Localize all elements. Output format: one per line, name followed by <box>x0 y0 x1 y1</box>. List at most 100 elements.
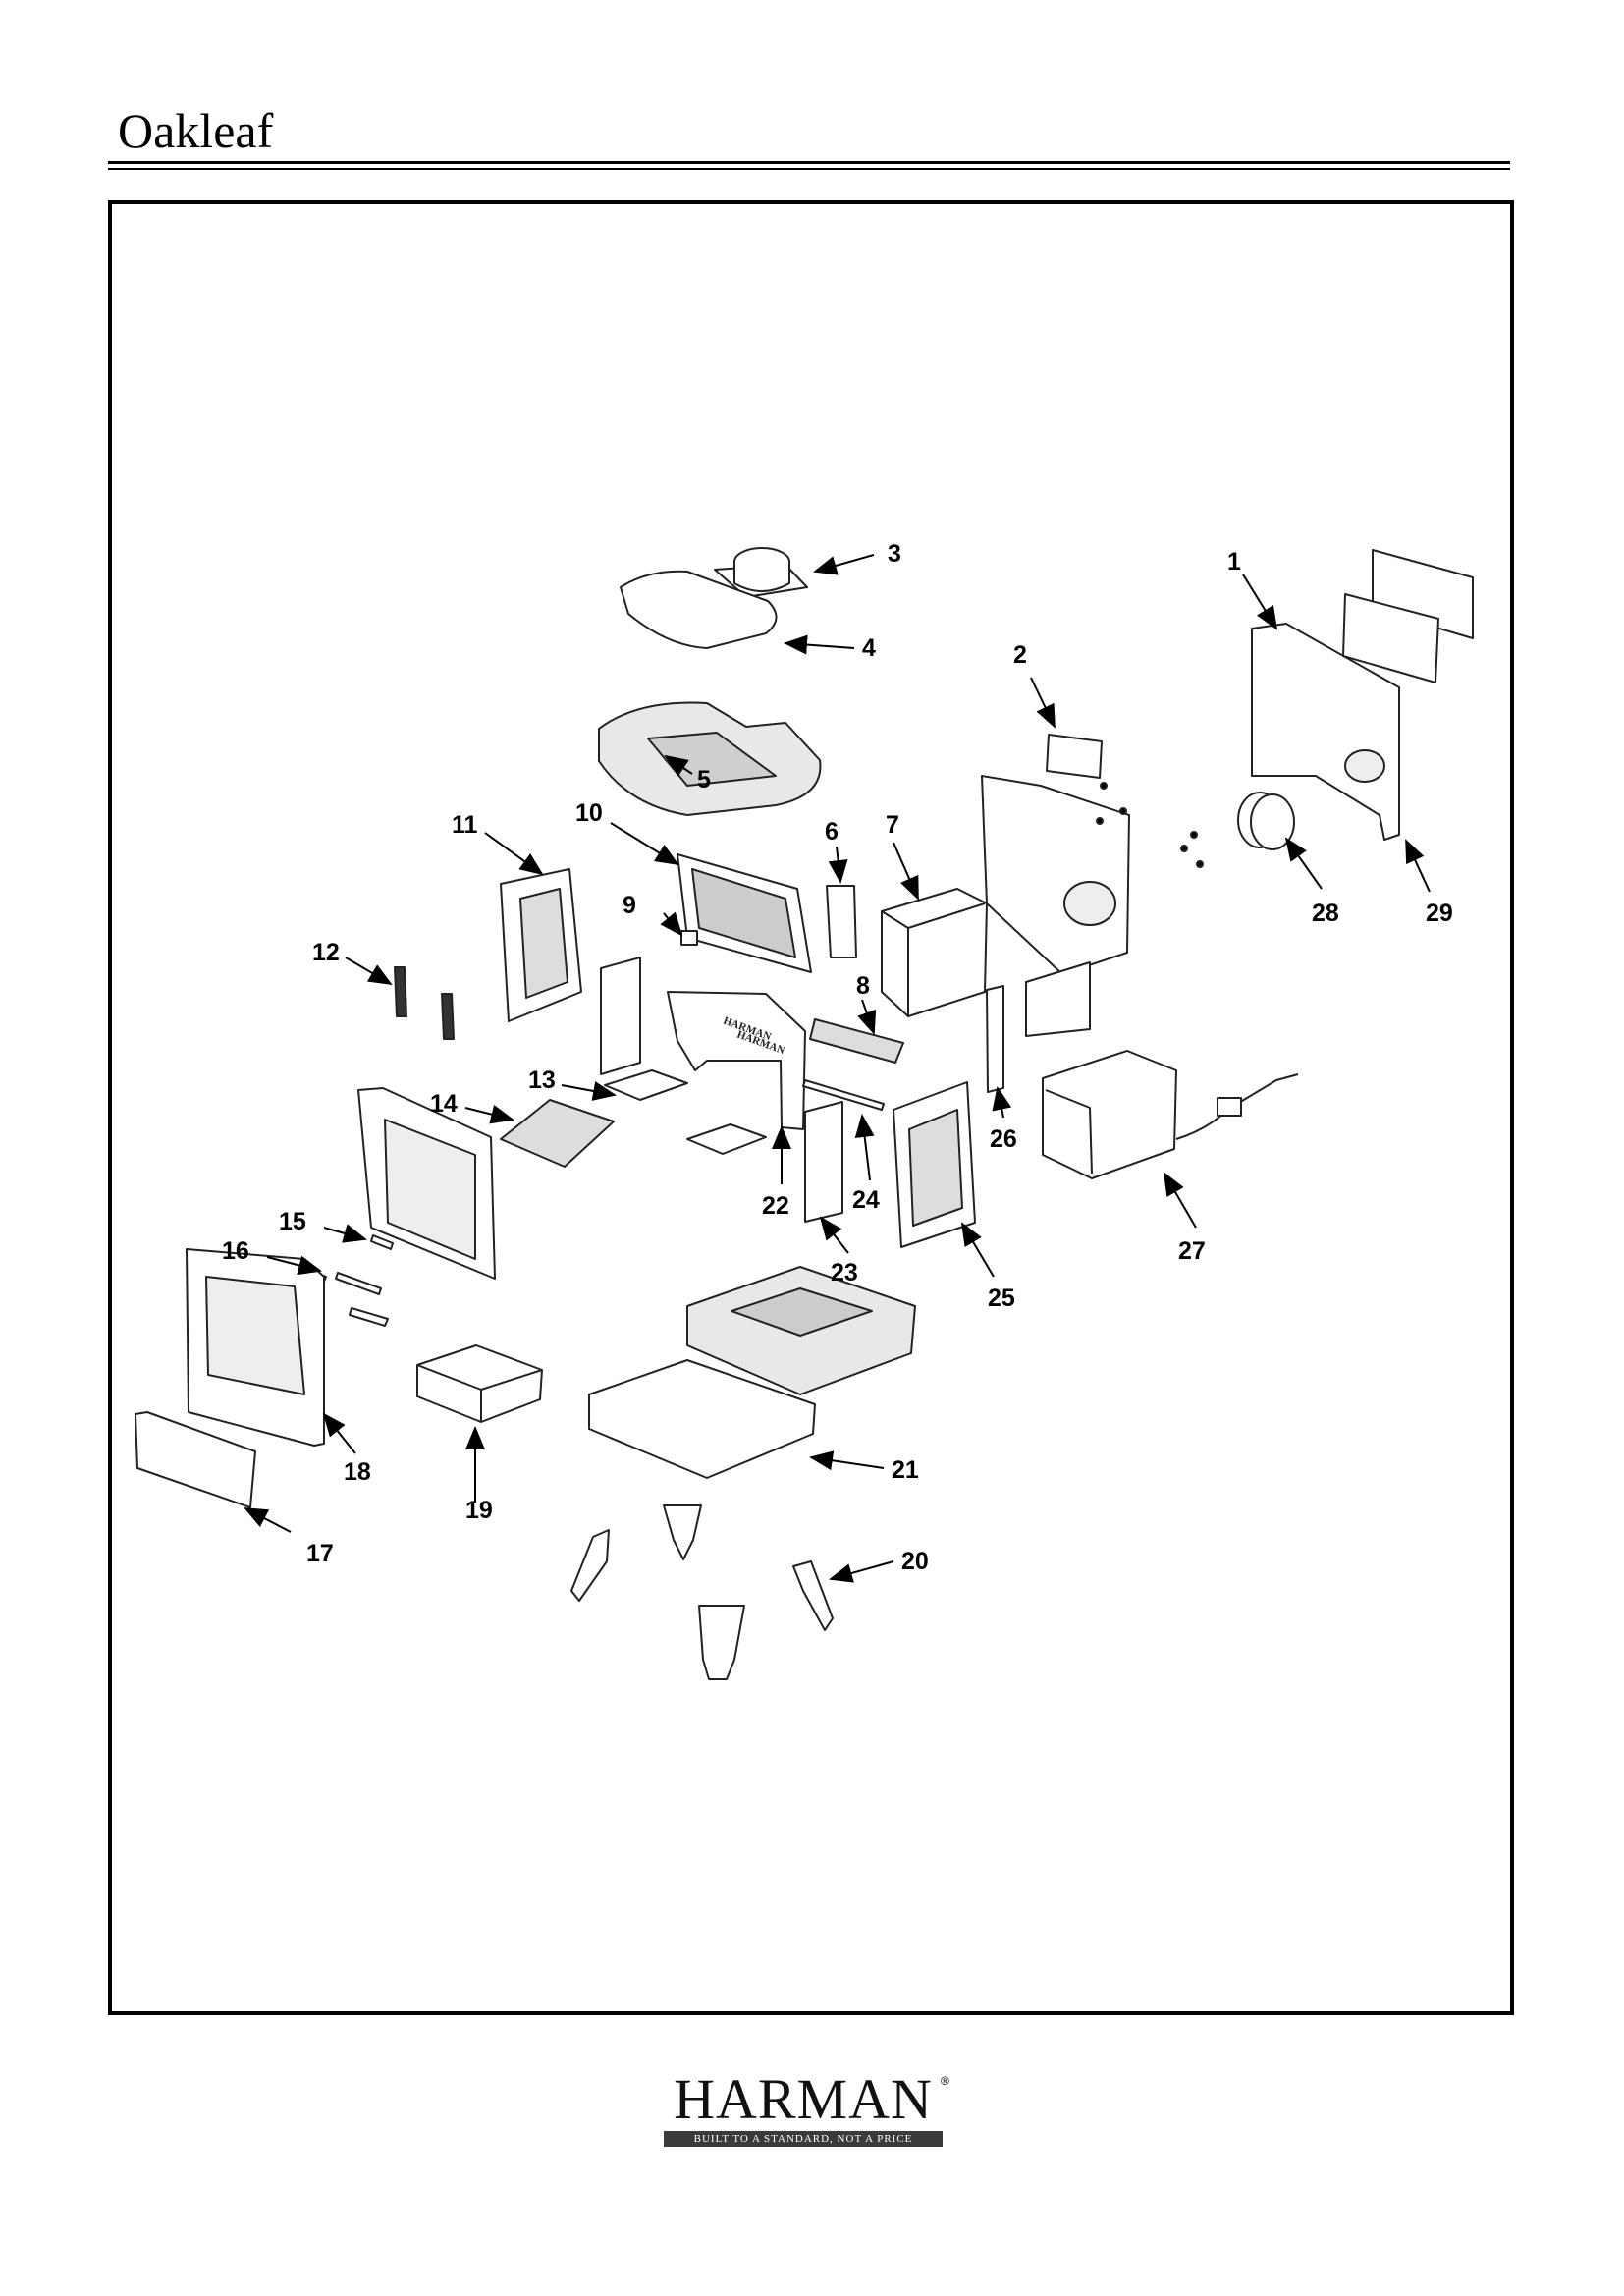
leader-26 <box>992 1086 1012 1119</box>
part-20-leg-3 <box>698 1605 745 1680</box>
leader-12 <box>345 957 393 986</box>
leader-15 <box>323 1224 367 1243</box>
part-20-leg <box>570 1529 610 1602</box>
callout-12: 12 <box>312 939 340 966</box>
header-rule-thin <box>108 168 1510 170</box>
part-15-handle <box>370 1234 394 1250</box>
callout-14: 14 <box>430 1090 458 1118</box>
leader-20 <box>829 1560 894 1583</box>
leader-23 <box>819 1216 849 1254</box>
callout-6: 6 <box>825 818 839 846</box>
leader-17 <box>244 1507 292 1533</box>
callout-28: 28 <box>1312 900 1339 927</box>
harman-logo: HARMAN ® BUILT TO A STANDARD, NOT A PRIC… <box>656 2066 950 2155</box>
leader-6 <box>828 846 848 884</box>
callout-24: 24 <box>852 1186 880 1214</box>
screw <box>1096 817 1104 825</box>
registered-mark: ® <box>941 2074 949 2088</box>
part-8-manifold <box>809 1018 904 1064</box>
leader-8 <box>857 999 877 1035</box>
part-2-plate <box>1046 734 1103 779</box>
callout-17: 17 <box>306 1540 334 1567</box>
leader-13 <box>561 1081 617 1101</box>
leader-18 <box>322 1412 356 1454</box>
callout-5: 5 <box>697 766 711 793</box>
leader-1 <box>1242 574 1278 630</box>
leader-27 <box>1163 1172 1197 1229</box>
callout-13: 13 <box>528 1066 556 1094</box>
page-title: Oakleaf <box>118 103 274 158</box>
leader-14 <box>464 1104 514 1124</box>
leader-28 <box>1284 837 1323 890</box>
part-27-blower <box>1042 1050 1177 1179</box>
faceplate-frame <box>357 1087 496 1280</box>
part-28-fan-housing <box>1237 792 1295 850</box>
firebox-back-casting <box>667 991 806 1130</box>
part-25-side-panel <box>893 1081 976 1248</box>
callout-22: 22 <box>762 1192 789 1220</box>
part-14-ash-grate <box>500 1099 615 1168</box>
part-27-power-cord <box>1175 1073 1299 1140</box>
leader-25 <box>960 1222 995 1278</box>
callout-26: 26 <box>990 1125 1017 1153</box>
part-1-heat-shield <box>1251 623 1400 841</box>
part-16-rod-2 <box>335 1272 382 1295</box>
screw <box>1119 807 1127 815</box>
part-17-ash-lip <box>135 1411 256 1508</box>
callout-15: 15 <box>279 1208 306 1235</box>
callout-29: 29 <box>1426 900 1453 927</box>
callout-1: 1 <box>1227 548 1241 575</box>
callout-8: 8 <box>856 972 870 1000</box>
part-23-firebrick <box>804 1101 843 1223</box>
part-18-door <box>186 1248 325 1447</box>
diagram-frame <box>108 200 1514 2015</box>
part-13-firebrick-flat-2 <box>686 1123 767 1155</box>
screw <box>1100 782 1108 790</box>
callout-20: 20 <box>901 1548 929 1575</box>
leader-21 <box>809 1450 885 1471</box>
screw <box>1196 860 1204 868</box>
part-19-ash-pan <box>416 1344 543 1423</box>
part-6-channel <box>826 885 857 958</box>
part-13-firebrick-flat <box>604 1069 688 1101</box>
callout-7: 7 <box>886 811 899 839</box>
part-4-top-plate <box>620 570 778 649</box>
rear-chamber <box>981 775 1130 975</box>
callout-27: 27 <box>1178 1237 1206 1265</box>
leader-5 <box>664 754 693 777</box>
callout-4: 4 <box>862 634 876 662</box>
callout-11: 11 <box>452 811 478 839</box>
callout-23: 23 <box>831 1259 858 1286</box>
callout-19: 19 <box>465 1497 493 1524</box>
part-9-bracket <box>680 930 698 946</box>
leader-24 <box>854 1114 875 1181</box>
part-24-rod <box>802 1079 885 1111</box>
part-26-channel <box>986 985 1004 1093</box>
logo-wordmark: HARMAN <box>674 2067 933 2131</box>
part-27-control-box <box>1217 1097 1242 1117</box>
screw <box>1180 845 1188 852</box>
leader-9 <box>660 911 683 937</box>
part-11-side-panel <box>500 868 582 1022</box>
callout-21: 21 <box>892 1456 919 1484</box>
leader-4 <box>784 634 855 655</box>
callout-3: 3 <box>888 540 901 568</box>
leader-7 <box>893 842 919 901</box>
part-5-top-casting <box>598 701 822 816</box>
part-7-combustion-box <box>881 888 988 1017</box>
callout-10: 10 <box>575 799 603 827</box>
leader-10 <box>610 822 679 866</box>
part-20-leg-2 <box>663 1504 702 1560</box>
leader-3 <box>813 554 875 575</box>
callout-18: 18 <box>344 1458 371 1486</box>
leader-11 <box>484 832 544 876</box>
part-21-bottom-plate <box>588 1359 816 1479</box>
screw <box>1190 831 1198 839</box>
rear-tray <box>1025 961 1091 1037</box>
rear-plate <box>1342 593 1439 683</box>
leader-16 <box>266 1255 322 1276</box>
base-assembly <box>686 1266 916 1395</box>
part-20-leg-4 <box>792 1560 834 1631</box>
logo-tagline: BUILT TO A STANDARD, NOT A PRICE <box>664 2131 943 2147</box>
